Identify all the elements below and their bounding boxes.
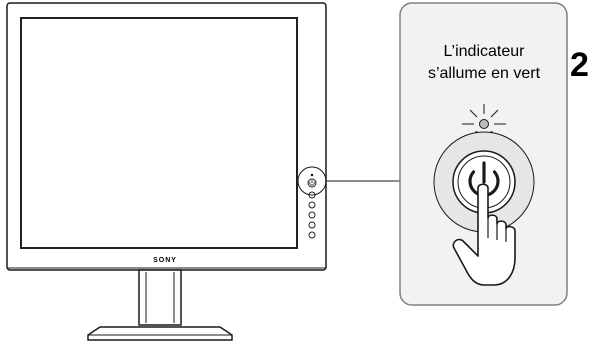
pointing-hand-icon <box>452 183 516 286</box>
monitor-screen <box>20 17 298 249</box>
up-button[interactable] <box>308 201 316 209</box>
callout-text-line2: s’allume en vert <box>428 65 541 82</box>
stand-neck <box>138 269 182 326</box>
small-indicator <box>310 173 314 177</box>
input-button[interactable] <box>308 221 316 229</box>
power-button-large[interactable] <box>433 131 535 233</box>
stand-base <box>87 326 233 341</box>
callout-text-line1: L’indicateur <box>444 43 526 60</box>
power-button-small[interactable] <box>307 178 317 188</box>
callout-panel: L’indicateur s’allume en vert <box>399 2 568 306</box>
monitor-stand <box>87 269 233 341</box>
ok-button[interactable] <box>308 231 316 239</box>
monitor: SONY <box>6 2 327 341</box>
down-button[interactable] <box>308 211 316 219</box>
brand-logo: SONY <box>153 257 177 264</box>
step-number: 2 <box>570 46 589 84</box>
